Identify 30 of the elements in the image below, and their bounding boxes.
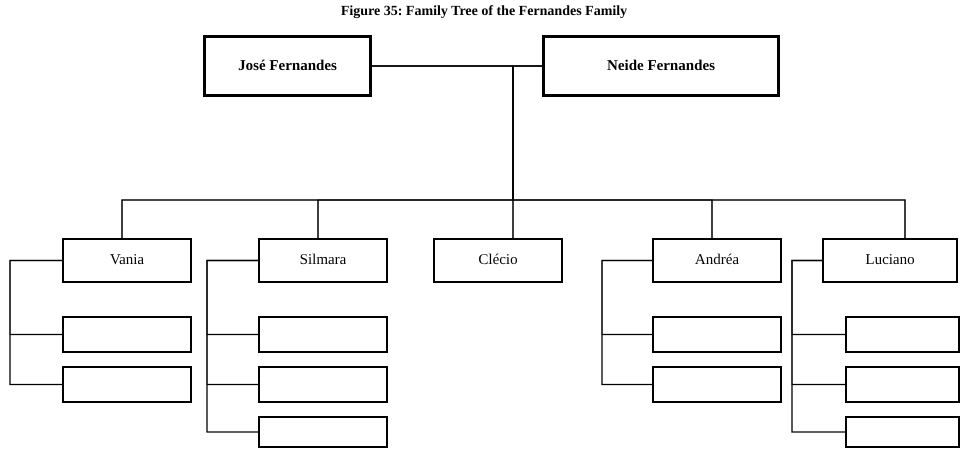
person-box — [203, 35, 372, 97]
person-name: Neide Fernandes — [607, 58, 715, 74]
person-name: Luciano — [865, 252, 915, 269]
person-box — [433, 238, 563, 283]
person-name: Silmara — [300, 252, 346, 269]
empty-box — [62, 316, 192, 353]
person-box — [652, 238, 782, 283]
person-name: Vania — [110, 252, 144, 269]
empty-box — [258, 416, 388, 448]
connector-line — [512, 65, 906, 238]
empty-box — [652, 316, 782, 353]
person-name: Clécio — [478, 252, 518, 269]
empty-box — [845, 366, 960, 403]
empty-box — [652, 366, 782, 403]
empty-box — [845, 416, 960, 448]
figure-title: Figure 35: Family Tree of the Fernandes Family — [340, 4, 628, 20]
person-name: José Fernandes — [238, 58, 337, 74]
person-box — [822, 238, 958, 283]
connector-line — [601, 260, 652, 386]
empty-box — [258, 316, 388, 353]
person-box — [62, 238, 192, 283]
connector-line — [791, 260, 845, 433]
person-box — [542, 35, 780, 97]
connector-line — [206, 260, 258, 433]
person-box — [258, 238, 388, 283]
empty-box — [845, 316, 960, 353]
person-name: Andréa — [694, 252, 740, 269]
empty-box — [258, 366, 388, 403]
empty-box — [62, 366, 192, 403]
connector-line — [9, 260, 62, 386]
